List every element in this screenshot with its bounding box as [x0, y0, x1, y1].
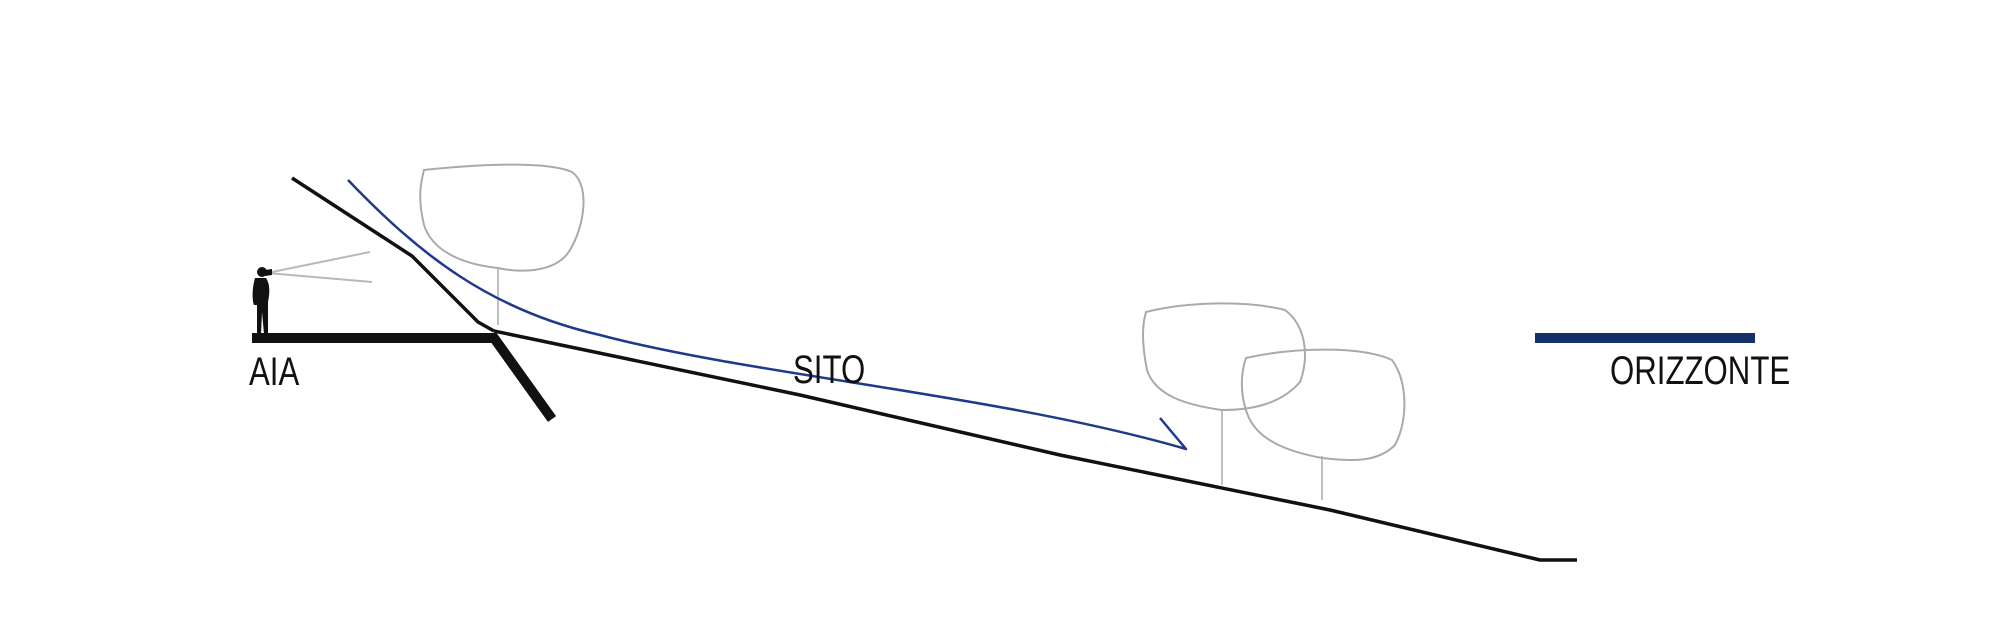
horizon-bar: [1535, 333, 1755, 343]
person-icon: [252, 267, 272, 334]
tree-icon: [1142, 302, 1306, 485]
upper-slope-line: [291, 176, 495, 333]
horizon-label: ORIZZONTE: [1610, 348, 1790, 393]
ground-line: [493, 329, 1577, 562]
sight-lines: [266, 251, 373, 283]
view-curve: [347, 179, 1188, 451]
tree-icon: [419, 163, 585, 325]
tree-icon: [1240, 348, 1406, 500]
terrace-label: AIA: [249, 349, 299, 394]
site-label: SITO: [793, 347, 865, 392]
terrain-profile: [252, 176, 1577, 562]
terrace-platform: [252, 333, 557, 422]
